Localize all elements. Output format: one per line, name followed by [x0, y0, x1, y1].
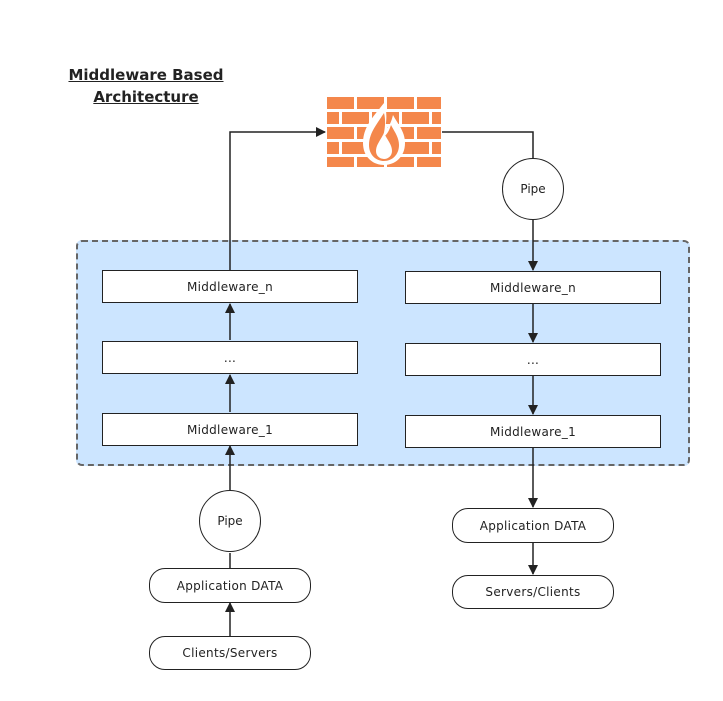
- right-application-data: Application DATA: [452, 508, 614, 543]
- title-line-1: Middleware Based: [68, 66, 224, 84]
- diagram-title: Middleware Based Architecture: [56, 64, 236, 108]
- line-firewall-to-pipe: [442, 131, 534, 158]
- left-middleware-n: Middleware_n: [102, 270, 358, 303]
- right-middleware-1: Middleware_1: [405, 415, 661, 448]
- right-middleware-dots: ...: [405, 343, 661, 376]
- left-middleware-1: Middleware_1: [102, 413, 358, 446]
- right-servers-clients: Servers/Clients: [452, 575, 614, 609]
- left-middleware-dots: ...: [102, 341, 358, 374]
- title-line-2: Architecture: [93, 88, 199, 106]
- left-pipe-node: Pipe: [199, 490, 261, 552]
- firewall-icon: [327, 97, 441, 167]
- right-middleware-n: Middleware_n: [405, 271, 661, 304]
- right-pipe-node: Pipe: [502, 158, 564, 220]
- arrow-middlewaren-to-firewall: [229, 127, 326, 270]
- left-application-data: Application DATA: [149, 568, 311, 603]
- left-clients-servers: Clients/Servers: [149, 636, 311, 670]
